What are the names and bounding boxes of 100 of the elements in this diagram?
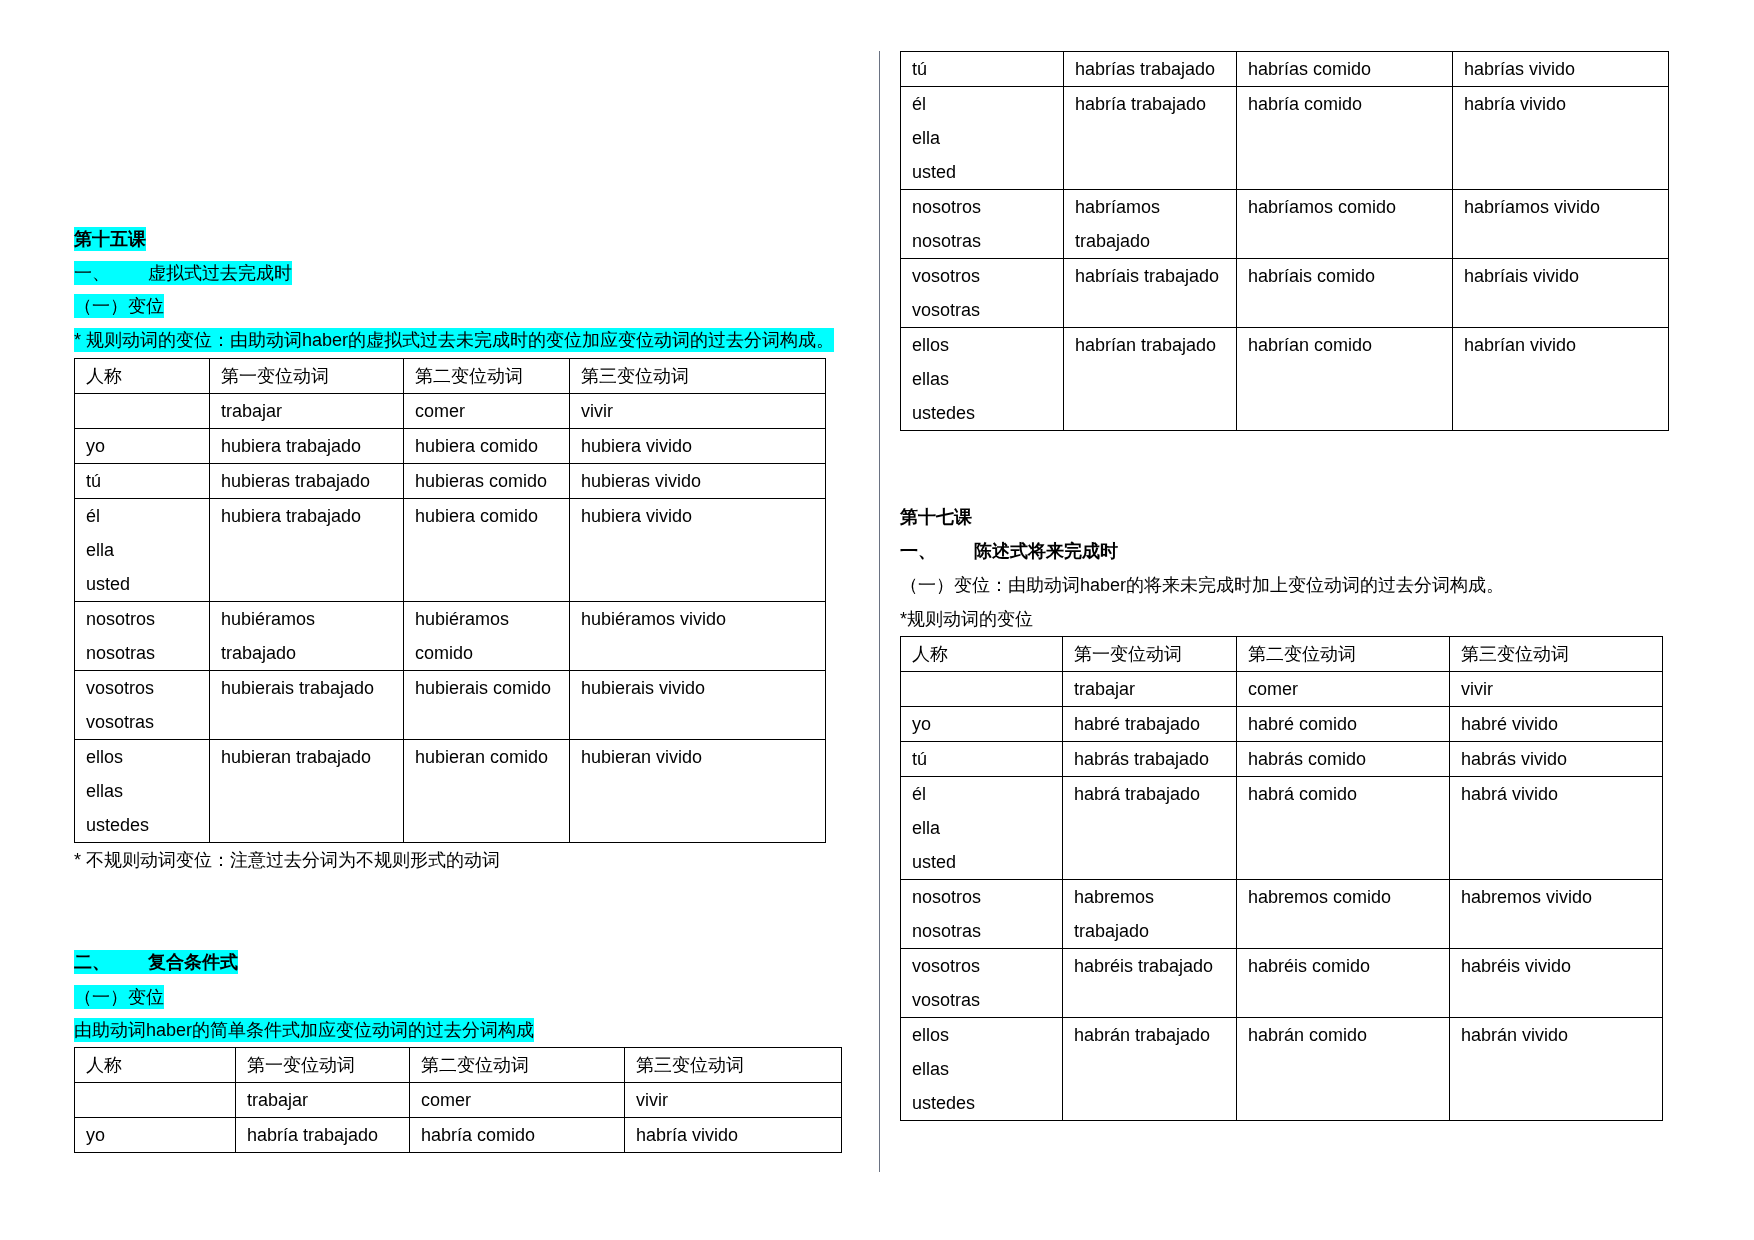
verb-form-text: habrían vivido	[1464, 334, 1578, 357]
verb-form-text: habrás vivido	[1461, 748, 1569, 771]
subsection-heading: （一）变位	[74, 294, 164, 318]
verb-form-text: habremos vivido	[1461, 886, 1594, 909]
verb-form-text: habrá comido	[1248, 783, 1359, 806]
verb-form-text: habrán vivido	[1461, 1024, 1570, 1047]
verb-form-text: habréis comido	[1248, 955, 1372, 978]
column-header: 人称	[86, 365, 123, 388]
verb-form-text: hubieras comido	[415, 470, 549, 493]
pronoun-text: ellos	[912, 1024, 951, 1047]
infinitive-text: vivir	[581, 400, 614, 423]
infinitive-text: comer	[415, 400, 466, 423]
pronoun-text: vosotros	[86, 677, 156, 700]
verb-form-text: habría comido	[421, 1124, 537, 1147]
verb-form-text: habríais vivido	[1464, 265, 1581, 288]
pronoun-text: tú	[86, 470, 102, 493]
pronoun-text: nosotros	[912, 196, 983, 219]
verb-form-text: habremos comido	[1248, 886, 1393, 909]
verb-form-text: hubiera comido	[415, 505, 540, 528]
pronoun-text: ustedes	[86, 814, 151, 837]
pronoun-text: ustedes	[912, 1092, 977, 1115]
pronoun-text: ellas	[86, 780, 125, 803]
pronoun-text: ella	[86, 539, 116, 562]
column-header: 第三变位动词	[1461, 643, 1570, 666]
verb-form-text: habré vivido	[1461, 713, 1560, 736]
infinitive-text: comer	[1248, 678, 1299, 701]
verb-form-text: habría trabajado	[1075, 93, 1208, 116]
pronoun-text: vosotros	[912, 265, 982, 288]
column-header: 人称	[86, 1054, 123, 1077]
verb-form-text: habrá trabajado	[1074, 783, 1202, 806]
column-header: 第三变位动词	[581, 365, 690, 388]
verb-form-text: habréis vivido	[1461, 955, 1573, 978]
pronoun-text: ustedes	[912, 402, 977, 425]
verb-form-text: habría comido	[1248, 93, 1364, 116]
verb-form-text: habréis trabajado	[1074, 955, 1215, 978]
section-number: 一、	[900, 540, 937, 563]
verb-form-text: hubierais comido	[415, 677, 553, 700]
verb-form-text: habrían trabajado	[1075, 334, 1218, 357]
verb-form-text: habría trabajado	[247, 1124, 380, 1147]
section-number: 一、	[74, 261, 148, 285]
verb-form-text: habríais trabajado	[1075, 265, 1221, 288]
verb-form-text: habrías comido	[1248, 58, 1373, 81]
verb-form-text: habrá vivido	[1461, 783, 1560, 806]
verb-form-text: habrás comido	[1248, 748, 1368, 771]
rule-note: （一）变位：由助动词haber的将来未完成时加上变位动词的过去分词构成。	[900, 574, 1505, 597]
verb-form-text: habría vivido	[1464, 93, 1568, 116]
pronoun-text: él	[86, 505, 101, 528]
verb-form-text: hubiera comido	[415, 435, 540, 458]
verb-form-text: habrán comido	[1248, 1024, 1369, 1047]
infinitive-text: trabajar	[221, 400, 284, 423]
infinitive-text: comer	[421, 1089, 472, 1112]
section-heading: 复合条件式	[148, 950, 238, 974]
pronoun-text: nosotras	[912, 230, 983, 253]
pronoun-text: ella	[912, 127, 942, 150]
column-header: 第一变位动词	[221, 365, 330, 388]
verb-form-text: hubieran trabajado	[221, 746, 373, 769]
verb-form-text: habrías trabajado	[1075, 58, 1217, 81]
rule-note: 由助动词haber的简单条件式加应变位动词的过去分词构成	[74, 1018, 535, 1042]
verb-form-text: habré trabajado	[1074, 713, 1202, 736]
pronoun-text: yo	[86, 1124, 106, 1147]
subsection-heading: （一）变位	[74, 985, 164, 1009]
pronoun-text: tú	[912, 748, 928, 771]
pronoun-text: vosotras	[912, 299, 982, 322]
pronoun-text: usted	[86, 573, 132, 596]
pronoun-text: él	[912, 93, 927, 116]
verb-form-text: habrías vivido	[1464, 58, 1577, 81]
verb-form-text: hubiera trabajado	[221, 435, 363, 458]
pronoun-text: usted	[912, 851, 958, 874]
verb-form-text: hubierais vivido	[581, 677, 707, 700]
verb-form-text: hubiera vivido	[581, 505, 694, 528]
verb-form-text: habría vivido	[636, 1124, 740, 1147]
section-heading: 虚拟式过去完成时	[148, 261, 292, 285]
lesson-heading: 第十五课	[74, 227, 146, 251]
pronoun-text: ellos	[86, 746, 125, 769]
verb-form-text: hubiera vivido	[581, 435, 694, 458]
verb-form-text: habré comido	[1248, 713, 1359, 736]
pronoun-text: ellas	[912, 1058, 951, 1081]
column-header: 第三变位动词	[636, 1054, 745, 1077]
lesson-heading: 第十七课	[900, 506, 972, 529]
infinitive-text: trabajar	[1074, 678, 1137, 701]
verb-form-text: habrás trabajado	[1074, 748, 1211, 771]
pronoun-text: ellas	[912, 368, 951, 391]
pronoun-text: vosotros	[912, 955, 982, 978]
verb-form-text: hubieras trabajado	[221, 470, 372, 493]
pronoun-text: vosotras	[86, 711, 156, 734]
note-text: * 不规则动词变位：注意过去分词为不规则形式的动词	[74, 849, 500, 872]
verb-form-text: hubierais trabajado	[221, 677, 376, 700]
verb-form-text: hubiera trabajado	[221, 505, 363, 528]
pronoun-text: ellos	[912, 334, 951, 357]
infinitive-text: vivir	[1461, 678, 1494, 701]
pronoun-text: vosotras	[912, 989, 982, 1012]
pronoun-text: usted	[912, 161, 958, 184]
column-header: 人称	[912, 643, 949, 666]
verb-form-text: hubieran comido	[415, 746, 550, 769]
column-header: 第一变位动词	[247, 1054, 356, 1077]
section-heading: 陈述式将来完成时	[974, 540, 1118, 563]
pronoun-text: nosotros	[86, 608, 157, 631]
verb-form-text: habríais comido	[1248, 265, 1377, 288]
pronoun-text: él	[912, 783, 927, 806]
infinitive-text: vivir	[636, 1089, 669, 1112]
